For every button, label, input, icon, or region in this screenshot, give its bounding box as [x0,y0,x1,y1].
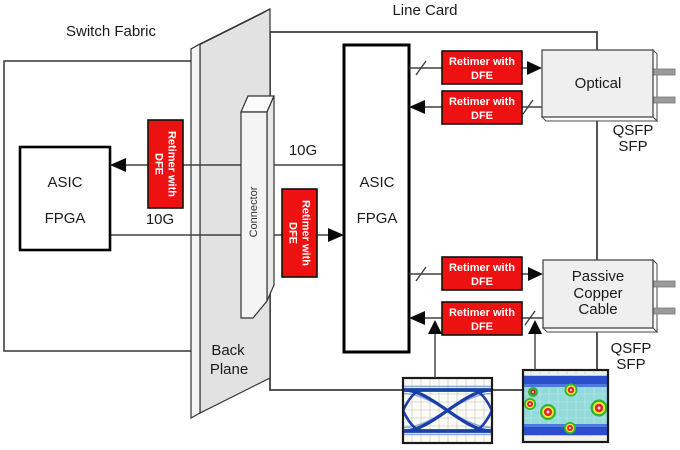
svg-text:DFE: DFE [153,153,165,175]
optical-port-tab-1 [652,68,676,76]
svg-text:Retimer with: Retimer with [449,307,515,319]
backplane-label-line1: Back [211,342,245,359]
arrowhead-optrx-into-asic [409,100,425,114]
arrowhead-into-copper [528,267,543,281]
retimer-copper-rx: Retimer with DFE [441,301,523,336]
bus-slash-4 [524,310,536,326]
retimer-copper-tx: Retimer with DFE [441,256,523,291]
svg-text:Retimer with: Retimer with [300,200,312,266]
speed-label-right: 10G [289,142,317,159]
svg-text:Retimer with: Retimer with [449,56,515,68]
arrowhead-cutrx-into-asic [409,311,425,325]
linecard-asic-box [342,43,411,354]
retimer-backplane-rx: Retimer with DFE [147,119,184,209]
connector-label: Connector [248,186,260,237]
bus-slash-1 [415,60,427,76]
optical-port-label-qsfp: QSFP [613,122,654,139]
svg-text:DFE: DFE [287,222,299,244]
svg-text:Optical: Optical [575,75,622,92]
bus-slash-3 [415,266,427,282]
retimer-optical-tx: Retimer with DFE [441,50,523,85]
probe-arrowhead-clean-eye [428,320,442,334]
switch-fpga-label: FPGA [45,210,86,227]
speed-label-left: 10G [146,211,174,228]
svg-text:Passive: Passive [572,268,625,285]
arrowhead-into-linecard-asic [328,228,344,242]
eye-diagram-clean [401,376,494,445]
switch-fabric-label: Switch Fabric [66,23,157,40]
switch-asic-label: ASIC [47,174,82,191]
svg-text:DFE: DFE [471,70,493,82]
eye-hotspots [524,383,608,434]
retimer-optical-rx: Retimer with DFE [441,90,523,125]
svg-text:DFE: DFE [471,110,493,122]
svg-text:DFE: DFE [471,276,493,288]
backplane-label-line2: Plane [210,361,248,378]
svg-text:Retimer with: Retimer with [449,96,515,108]
svg-text:DFE: DFE [471,321,493,333]
retimer-backplane-tx: Retimer with DFE [281,188,318,278]
line-card-label: Line Card [392,2,457,19]
copper-port-label-sfp: SFP [616,356,645,373]
arrowhead-into-switch-asic [110,158,126,172]
linecard-asic-label: ASIC [359,174,394,191]
svg-text:Copper: Copper [573,285,622,302]
probe-arrowhead-degraded-eye [528,320,542,334]
eye-diagram-degraded [521,368,610,444]
linecard-fpga-label: FPGA [357,210,398,227]
copper-port-tab-1 [652,280,676,288]
copper-port-label-qsfp: QSFP [611,340,652,357]
optical-port-label-sfp: SFP [618,138,647,155]
optical-module-box: Optical [540,48,676,123]
optical-port-tab-2 [652,96,676,104]
arrowhead-into-optical [527,61,542,75]
copper-port-tab-2 [652,307,676,315]
connector-block [240,95,275,319]
svg-text:Retimer with: Retimer with [166,131,178,197]
copper-module-box: Passive Copper Cable [541,258,676,334]
svg-text:Cable: Cable [578,301,617,318]
bus-slash-2 [522,99,534,115]
svg-text:Retimer with: Retimer with [449,262,515,274]
switch-asic-box [18,145,112,252]
